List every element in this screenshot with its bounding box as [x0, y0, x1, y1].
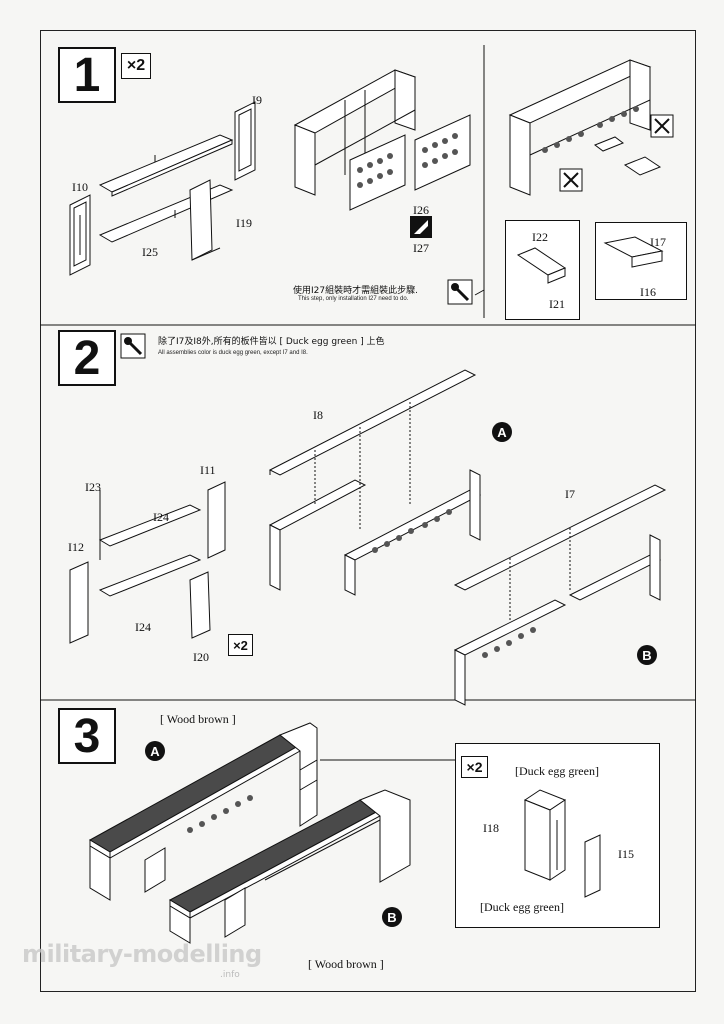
- cut-icon: [650, 114, 674, 138]
- label-i8: I8: [313, 408, 323, 422]
- label-i26: I26: [413, 203, 429, 217]
- label-i22: I22: [532, 230, 548, 244]
- step-2-note-en: All assemblies color is duck egg green, …: [158, 350, 308, 356]
- step-3-multiplier: ×2: [461, 756, 488, 778]
- step-2-number: 2: [58, 330, 116, 386]
- step-2-assembly-a-drawing: [268, 369, 482, 596]
- label-i15: I15: [618, 847, 634, 861]
- step-1-assembly-drawing: [293, 69, 471, 211]
- paint-brush-icon: [447, 279, 473, 305]
- step-2-note-zh: 除了I7及I8外,所有的板件皆以 [ Duck egg green ] 上色: [158, 337, 385, 347]
- drawer-detail-drawing-1: [516, 247, 567, 284]
- label-i24-bottom: I24: [135, 620, 151, 634]
- label-i18: I18: [483, 821, 499, 835]
- watermark-logo: military-modelling: [22, 940, 262, 968]
- watermark-suffix: .info: [220, 970, 240, 980]
- step-3-number: 3: [58, 708, 116, 764]
- step-2-assembly-b-drawing: [453, 484, 667, 706]
- step-1-number: 1: [58, 47, 116, 103]
- step-3-bench-b-drawing: [168, 789, 411, 944]
- cut-icon-2: [559, 168, 583, 192]
- step-3-badge-a: A: [145, 741, 165, 761]
- label-i24-top: I24: [153, 510, 169, 524]
- duck-egg-green-label-top: [Duck egg green]: [515, 764, 599, 778]
- page-frame: [40, 30, 696, 992]
- step-3-bench-a-drawing: [88, 722, 318, 901]
- step-1-note-en: This step, only installation I27 need to…: [298, 296, 409, 302]
- label-i9: I9: [252, 93, 262, 107]
- optional-part-icon: [410, 216, 432, 238]
- wood-brown-label-bottom: [ Wood brown ]: [308, 957, 384, 971]
- paint-brush-icon-2: [120, 333, 146, 359]
- label-i21: I21: [549, 297, 565, 311]
- step-1-drawer-drawing: [508, 59, 662, 196]
- label-i19: I19: [236, 216, 252, 230]
- step-1-note-zh: 使用I27組裝時才需組裝此步驟.: [293, 286, 418, 296]
- label-i11: I11: [200, 463, 216, 477]
- step-1-multiplier: ×2: [121, 53, 151, 79]
- step-2-multiplier: ×2: [228, 634, 253, 656]
- label-i20: I20: [193, 650, 209, 664]
- wood-brown-label-top: [ Wood brown ]: [160, 712, 236, 726]
- step-2-left-drawing: [69, 481, 226, 644]
- cabinet-i18-drawing: [523, 789, 601, 898]
- label-i23: I23: [85, 480, 101, 494]
- label-i17: I17: [650, 235, 666, 249]
- assembly-b-badge: B: [637, 645, 657, 665]
- step-1-frame-drawing: [69, 101, 256, 276]
- label-i10: I10: [72, 180, 88, 194]
- duck-egg-green-label-bottom: [Duck egg green]: [480, 900, 564, 914]
- assembly-a-badge: A: [492, 422, 512, 442]
- label-i7: I7: [565, 487, 575, 501]
- step-3-badge-b: B: [382, 907, 402, 927]
- drawer-detail-drawing-2: [603, 236, 664, 268]
- label-i25: I25: [142, 245, 158, 259]
- label-i12: I12: [68, 540, 84, 554]
- label-i27: I27: [413, 241, 429, 255]
- label-i16: I16: [640, 285, 656, 299]
